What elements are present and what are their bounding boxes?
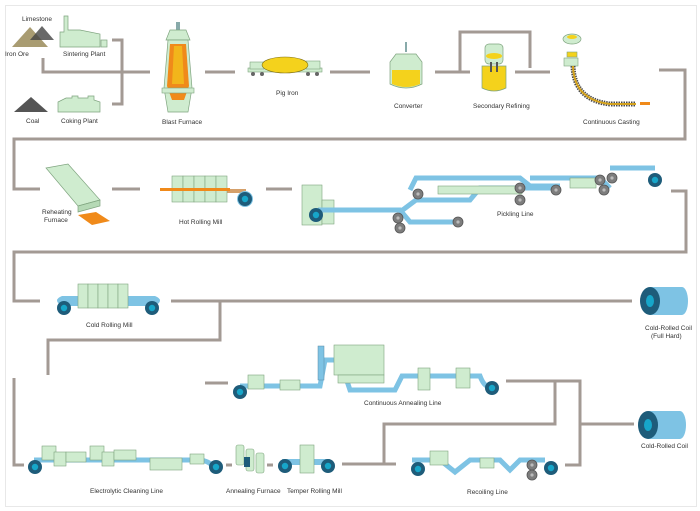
- continuous-annealing-line-label: Continuous Annealing Line: [364, 400, 442, 407]
- converter-icon: [389, 42, 423, 89]
- recoiling-line-label: Recoiling Line: [467, 489, 508, 496]
- connector-pickling-to-coldmill: [12, 189, 688, 303]
- coal-label: Coal: [26, 118, 40, 125]
- electrolytic-cleaning-line-label: Electrolytic Cleaning Line: [90, 488, 163, 495]
- reheating-furnace-label-line2: Furnace: [44, 217, 68, 224]
- connector-secondary-bypass: [458, 30, 532, 72]
- hot-rolling-mill-label: Hot Rolling Mill: [179, 219, 223, 226]
- coking-plant-icon: [57, 95, 101, 113]
- connector-annealing-to-recoil: [382, 381, 557, 466]
- recoiling-line-icon: [411, 450, 558, 481]
- cold-rolled-coil-full-hard-label-line1: Cold-Rolled Coil: [645, 325, 693, 332]
- cold-rolled-coil-icon: [638, 411, 686, 439]
- electrolytic-cleaning-line-icon: [28, 445, 223, 474]
- continuous-casting-icon: [562, 33, 650, 107]
- cold-rolling-mill-label: Cold Rolling Mill: [86, 322, 133, 329]
- secondary-refining-label: Secondary Refining: [473, 103, 530, 110]
- annealing-furnace-icon: [235, 444, 265, 474]
- sintering-plant-icon: [59, 15, 108, 48]
- sintering-plant-label: Sintering Plant: [63, 51, 105, 58]
- connector-ore-to-branch: [41, 58, 150, 74]
- coking-plant-label: Coking Plant: [61, 118, 98, 125]
- pig-iron-torpedo-car-icon: [247, 56, 323, 76]
- connector-coldmill-to-annealing-branch: [46, 301, 222, 375]
- connectors: [12, 30, 688, 467]
- blast-furnace-icon: [161, 22, 195, 113]
- temper-rolling-mill-label: Temper Rolling Mill: [287, 488, 342, 495]
- connector-down-to-bottom-row: [12, 378, 24, 467]
- annealing-furnace-label: Annealing Furnace: [226, 488, 281, 495]
- temper-rolling-mill-icon: [278, 444, 335, 474]
- cold-rolling-mill-icon: [57, 283, 160, 315]
- pickling-line-icon: [301, 165, 662, 234]
- iron-ore-label: Iron Ore: [5, 51, 29, 58]
- cold-rolled-coil-full-hard-label-line2: (Full Hard): [651, 333, 682, 340]
- cold-rolled-coil-label: Cold-Rolled Coil: [641, 443, 689, 450]
- blast-furnace-label: Blast Furnace: [162, 119, 202, 126]
- hot-rolling-mill-icon: [160, 175, 253, 207]
- cold-rolled-coil-full-hard-icon: [640, 287, 688, 315]
- pig-iron-label: Pig Iron: [276, 90, 299, 97]
- limestone-label: Limestone: [22, 16, 52, 23]
- continuous-casting-label: Continuous Casting: [583, 119, 640, 126]
- connector-casting-to-reheating: [12, 68, 687, 191]
- secondary-refining-icon: [481, 43, 507, 92]
- reheating-furnace-icon: [45, 163, 110, 225]
- converter-label: Converter: [394, 103, 423, 110]
- iron-ore-pile-icon: [12, 26, 54, 47]
- continuous-annealing-line-icon: [233, 344, 499, 399]
- reheating-furnace-label-line1: Reheating: [42, 209, 72, 216]
- coal-pile-icon: [14, 97, 48, 112]
- pickling-line-label: Pickling Line: [497, 211, 534, 218]
